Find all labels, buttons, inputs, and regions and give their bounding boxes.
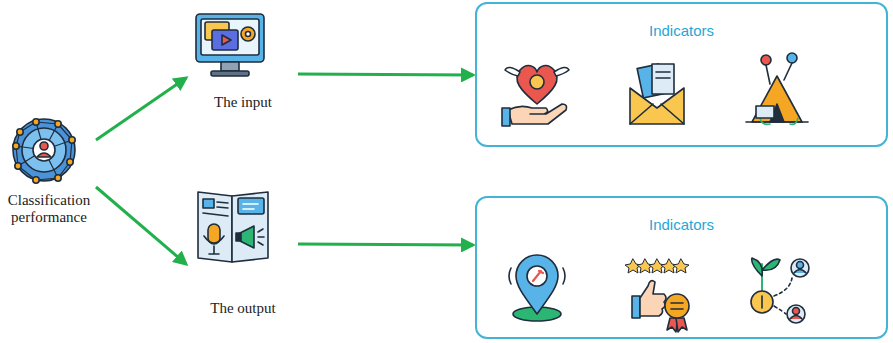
envelope-icon [630,64,684,124]
network-icon [13,119,75,183]
flow-arrow [298,244,473,245]
media-icon [198,192,268,262]
monitor-icon [196,14,264,76]
icon-label-node: Classification performance [2,115,96,229]
indicator-panel: Indicators [475,2,888,147]
icon-caption: The output [210,300,275,317]
growth-icon [751,258,809,323]
flow-arrow [96,78,186,140]
donation-icon [502,66,569,126]
panel-title: Indicators [649,216,714,337]
rating-icon [625,259,689,332]
panel-title: Indicators [649,22,714,145]
flow-arrow [96,187,186,264]
location-icon [509,255,565,321]
icon-caption: Classification performance [2,192,96,226]
icon-label-node: The output [188,184,298,320]
camp-icon [746,53,808,124]
flow-arrow [298,74,473,75]
icon-label-node: The input [188,8,298,114]
indicator-panel: Indicators [475,196,888,339]
icon-caption: The input [214,94,272,111]
